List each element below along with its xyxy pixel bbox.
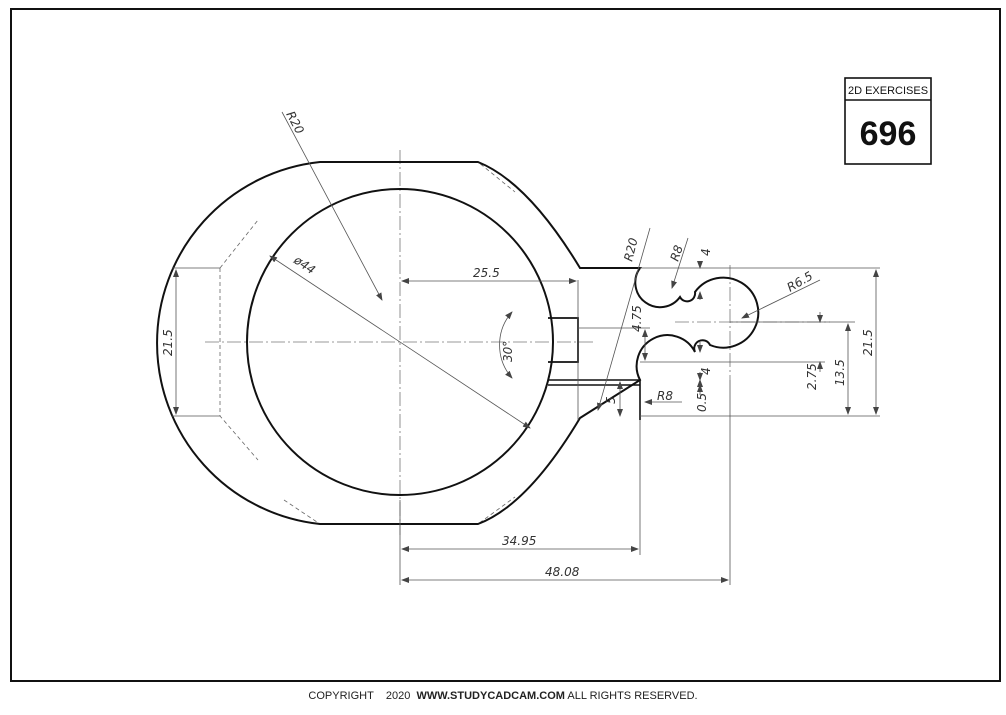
- dimension-labels: R20 ø44 25.5 30° R20 R8 4 4.75 R6.5 4 2.…: [161, 109, 875, 579]
- dim-4-75: 4.75: [630, 305, 644, 332]
- dim-r6-5: R6.5: [785, 269, 816, 295]
- sheet-border: [10, 8, 1001, 682]
- dim-r8-bottom: R8: [657, 389, 673, 403]
- dimension-lines: [172, 111, 880, 585]
- outer-profile: [156, 161, 760, 525]
- slot-bar: [548, 379, 641, 420]
- construction-hexagon: [219, 161, 516, 525]
- dim-5: 5: [604, 396, 618, 404]
- dim-34-95: 34.95: [502, 534, 536, 548]
- dim-r20-top: R20: [283, 109, 307, 137]
- dim-21-5-right: 21.5: [861, 329, 875, 356]
- copyright-footer: COPYRIGHT 2020 WWW.STUDYCADCAM.COM ALL R…: [0, 690, 1006, 702]
- dim-4-top: 4: [699, 248, 713, 256]
- dim-r20-neck: R20: [621, 236, 640, 263]
- dim-dia44: ø44: [290, 252, 317, 277]
- badge-title: 2D EXERCISES: [848, 85, 928, 97]
- dim-13-5: 13.5: [833, 359, 847, 386]
- dim-21-5-left: 21.5: [161, 329, 175, 356]
- dim-4-bottom: 4: [699, 367, 713, 375]
- inner-bore-circle: [246, 188, 554, 496]
- dim-r8-top: R8: [668, 243, 686, 263]
- dim-25-5: 25.5: [473, 266, 500, 280]
- badge-number: 696: [860, 115, 917, 153]
- copyright-prefix: COPYRIGHT 2020: [308, 690, 417, 702]
- centerlines: [205, 150, 830, 535]
- dim-0-5: 0.5: [695, 393, 709, 412]
- copyright-site-link[interactable]: WWW.STUDYCADCAM.COM: [416, 690, 565, 702]
- dim-48-08: 48.08: [545, 565, 580, 579]
- copyright-suffix: ALL RIGHTS RESERVED.: [564, 690, 698, 702]
- dim-angle-30: 30°: [501, 341, 515, 362]
- exercise-badge: 2D EXERCISES 696: [844, 77, 932, 165]
- dim-2-75: 2.75: [805, 363, 819, 390]
